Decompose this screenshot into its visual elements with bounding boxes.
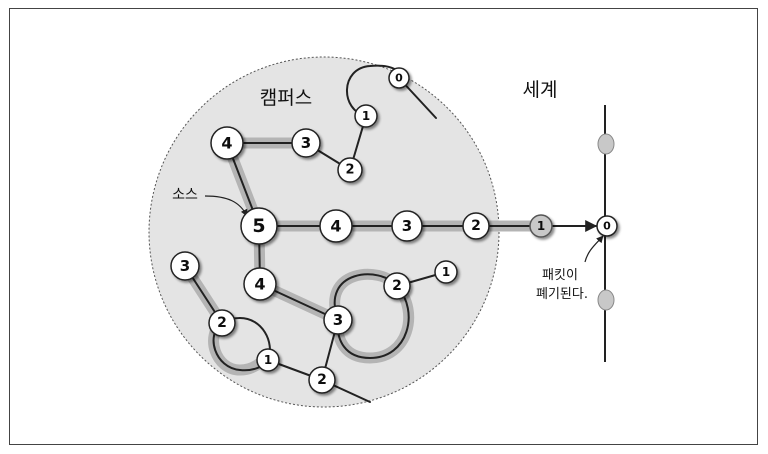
router-node: 4 [243,267,277,301]
router-node: 2 [308,366,336,394]
svg-text:2: 2 [471,218,481,234]
dropped-pointer [584,235,604,263]
router-node: 2 [208,309,236,337]
router-node: 3 [391,210,423,242]
svg-text:4: 4 [330,217,341,236]
svg-text:1: 1 [442,265,450,279]
svg-text:4: 4 [254,275,265,294]
router-node: 1 [354,104,378,128]
svg-text:1: 1 [362,109,370,123]
router-node: 3 [170,251,200,281]
svg-text:0: 0 [603,220,611,233]
router-node: 1 [434,260,458,284]
svg-text:1: 1 [537,219,545,233]
router-node: 4 [319,209,353,243]
svg-text:4: 4 [221,134,232,153]
figure-frame [9,8,758,445]
router-node: 2 [462,212,490,240]
router-node: 1 [256,348,280,372]
router-node: 0 [596,215,618,237]
svg-text:1: 1 [264,353,272,367]
svg-text:3: 3 [180,257,190,275]
router-node: 3 [291,128,321,158]
world-host-bottom [597,289,615,311]
campus-label: 캠퍼스 [260,87,312,109]
svg-text:2: 2 [317,372,327,388]
dropped-label-line2: 폐기된다. [536,287,588,302]
source-pointer [204,195,248,217]
source-router-node: 5 [240,207,278,245]
svg-text:3: 3 [402,217,412,235]
router-node: 2 [383,272,411,300]
svg-text:2: 2 [392,278,402,294]
svg-text:3: 3 [301,134,311,152]
svg-text:3: 3 [333,311,343,329]
router-node: 4 [210,126,244,160]
router-node: 0 [388,67,410,89]
dropped-label-line1: 패킷이 [542,268,578,283]
router-node: 3 [323,305,353,335]
svg-text:2: 2 [345,163,354,178]
source-label: 소스 [172,187,198,203]
router-node: 2 [337,157,363,183]
world-host-top [597,133,615,155]
svg-text:5: 5 [252,215,265,237]
world-label: 세계 [523,79,558,101]
svg-text:2: 2 [217,315,227,331]
router-node-dimmed: 1 [529,214,553,238]
svg-text:0: 0 [395,72,403,85]
